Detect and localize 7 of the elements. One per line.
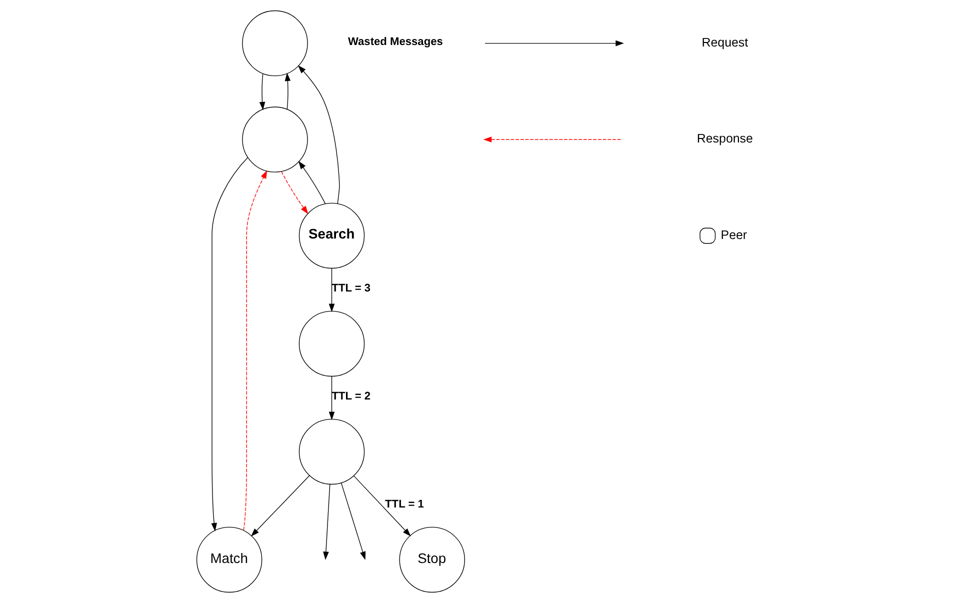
- legend-label: Peer: [720, 228, 748, 242]
- edge-label: TTL = 3: [332, 282, 371, 295]
- edge-label: TTL = 1: [385, 498, 424, 511]
- label: Wasted Messages: [348, 36, 443, 48]
- legend-label: Response: [696, 132, 753, 146]
- edge-label: TTL = 2: [332, 390, 371, 403]
- legend-label: Request: [702, 35, 748, 50]
